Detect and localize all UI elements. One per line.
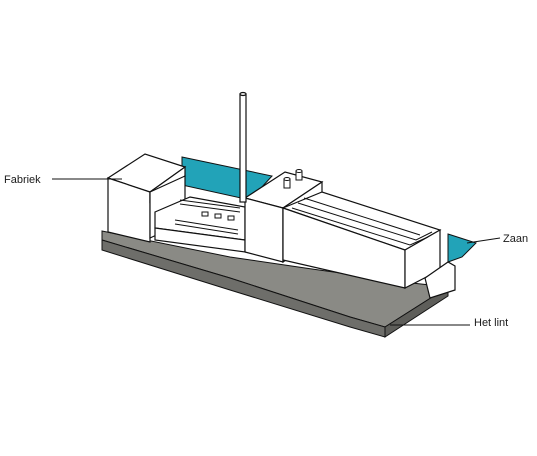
- courtyard-details: [174, 199, 241, 235]
- het-lint-label: Het lint: [474, 317, 509, 329]
- factory-tower-front: [244, 197, 284, 263]
- ground-strip: [101, 230, 450, 338]
- factory-block-left-front: [107, 177, 151, 243]
- zaan-label: Zaan: [503, 233, 529, 245]
- fabriek-label: Fabriek: [4, 174, 41, 186]
- shed-roof-grooves: [291, 197, 433, 246]
- zaan-leader-line: [466, 237, 501, 244]
- tower-roof-elements: [283, 169, 303, 189]
- chimney: [239, 91, 247, 203]
- zaan-water-right: [447, 233, 477, 263]
- factory-end-block: [424, 261, 456, 299]
